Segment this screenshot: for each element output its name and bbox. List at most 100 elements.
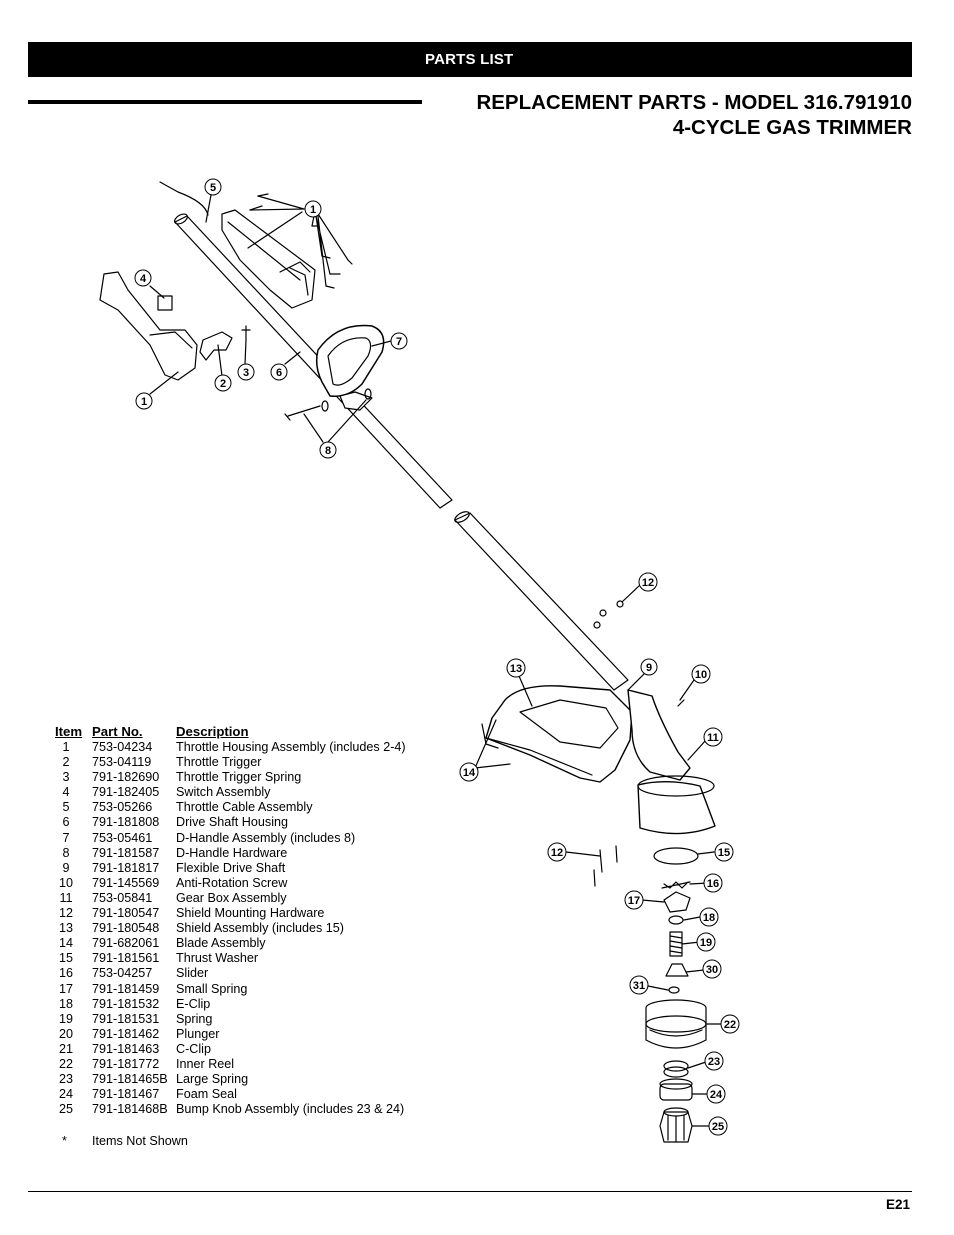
title-line-1: REPLACEMENT PARTS - MODEL 316.791910 (476, 91, 912, 114)
row-item: 16 (58, 966, 73, 981)
svg-text:2: 2 (220, 378, 226, 390)
section-title: PARTS LIST (425, 51, 514, 68)
svg-text:16: 16 (707, 878, 719, 890)
svg-text:12: 12 (642, 577, 654, 589)
row-item: 9 (62, 860, 70, 875)
callout-9: 9 (640, 658, 658, 676)
callout-8: 8 (319, 441, 337, 459)
header-part-no: Part No. (92, 724, 143, 739)
switch-drawing (157, 295, 173, 311)
svg-text:12: 12 (551, 847, 563, 859)
callout-3: 3 (237, 363, 255, 381)
row-item: 23 (58, 1072, 73, 1087)
svg-text:1: 1 (141, 396, 147, 408)
svg-text:10: 10 (695, 669, 707, 681)
svg-text:19: 19 (700, 937, 712, 949)
callout-25: 25 (708, 1116, 728, 1136)
row-part-no: 791-181808 (92, 815, 160, 830)
callout-14: 14 (459, 762, 479, 782)
row-part-no: 753-05266 (92, 800, 153, 815)
upper-shaft-tube (174, 215, 453, 509)
row-item: 12 (58, 906, 73, 921)
title-line-2: 4-CYCLE GAS TRIMMER (672, 116, 912, 139)
callout-1b: 1 (135, 392, 153, 410)
callout-22: 22 (720, 1014, 740, 1034)
svg-text:3: 3 (243, 367, 249, 379)
row-description: Thrust Washer (176, 951, 259, 966)
row-description: Anti-Rotation Screw (176, 875, 288, 890)
row-description: Throttle Trigger (176, 755, 262, 770)
row-part-no: 791-181467 (92, 1087, 160, 1102)
note-text: Items Not Shown (92, 1134, 188, 1148)
row-description: Inner Reel (176, 1056, 235, 1071)
row-description: Shield Mounting Hardware (176, 906, 325, 921)
svg-text:23: 23 (708, 1056, 720, 1068)
row-item: 1 (62, 740, 70, 754)
row-part-no: 791-181463 (92, 1041, 160, 1056)
row-description: Blade Assembly (176, 936, 266, 951)
row-part-no: 791-181561 (92, 951, 160, 966)
svg-text:18: 18 (703, 912, 715, 924)
svg-text:30: 30 (706, 964, 718, 976)
row-item: 22 (58, 1056, 73, 1071)
trigger-drawing (199, 331, 233, 361)
svg-text:31: 31 (633, 980, 645, 992)
row-part-no: 791-182405 (92, 785, 160, 800)
row-item: 20 (58, 1026, 73, 1041)
row-description: Slider (176, 966, 209, 981)
row-part-no: 791-181587 (92, 845, 160, 860)
inner-reel-drawing (645, 1007, 707, 1049)
svg-text:15: 15 (718, 847, 730, 859)
row-part-no: 791-180548 (92, 921, 160, 936)
row-description: Plunger (176, 1026, 220, 1041)
callout-15: 15 (714, 842, 734, 862)
callout-16: 16 (703, 873, 723, 893)
row-part-no: 791-181459 (92, 981, 160, 996)
row-item: 15 (58, 951, 73, 966)
row-description: Large Spring (176, 1072, 249, 1087)
row-item: 21 (58, 1041, 73, 1056)
note-symbol: * (62, 1134, 67, 1148)
svg-text:9: 9 (646, 662, 652, 674)
callout-12b: 12 (547, 842, 567, 862)
svg-text:24: 24 (710, 1089, 723, 1101)
row-part-no: 791-181531 (92, 1011, 160, 1026)
row-item: 7 (62, 830, 70, 845)
svg-text:4: 4 (140, 273, 147, 285)
lower-shaft-tube (454, 512, 629, 691)
row-description: Spring (176, 1011, 213, 1026)
throttle-housing-upper (221, 209, 316, 309)
row-description: Switch Assembly (176, 785, 271, 800)
thrust-washer-drawing (653, 847, 699, 865)
callout-12a: 12 (638, 572, 658, 592)
row-description: Gear Box Assembly (176, 890, 287, 905)
row-item: 11 (59, 890, 73, 905)
row-item: 10 (58, 875, 73, 890)
row-item: 6 (62, 815, 70, 830)
callout-17: 17 (624, 890, 644, 910)
row-part-no: 791-181468B (92, 1102, 168, 1117)
svg-text:5: 5 (210, 182, 216, 194)
callout-6: 6 (270, 363, 288, 381)
row-description: Shield Assembly (includes 15) (176, 921, 344, 936)
row-description: E-Clip (176, 996, 211, 1011)
svg-text:13: 13 (510, 663, 522, 675)
callout-19: 19 (696, 932, 716, 952)
row-description: D-Handle Assembly (includes 8) (176, 830, 356, 845)
row-description: Throttle Housing Assembly (includes 2-4) (176, 740, 406, 754)
row-item: 3 (62, 770, 70, 785)
page-number: E21 (885, 1197, 910, 1212)
callout-7: 7 (390, 332, 408, 350)
row-item: 25 (58, 1102, 73, 1117)
row-part-no: 791-180547 (92, 906, 160, 921)
row-description: Throttle Trigger Spring (176, 770, 302, 785)
row-item: 2 (62, 755, 70, 770)
svg-text:1: 1 (310, 204, 316, 216)
callout-10: 10 (691, 664, 711, 684)
header-item: Item (55, 724, 83, 739)
callout-13: 13 (506, 658, 526, 678)
row-description: Flexible Drive Shaft (176, 860, 286, 875)
callout-labels: 5 1 4 7 1 2 3 6 8 12 9 13 10 11 14 12 15… (134, 178, 740, 1136)
callout-5: 5 (204, 178, 222, 196)
row-part-no: 791-145569 (92, 875, 160, 890)
